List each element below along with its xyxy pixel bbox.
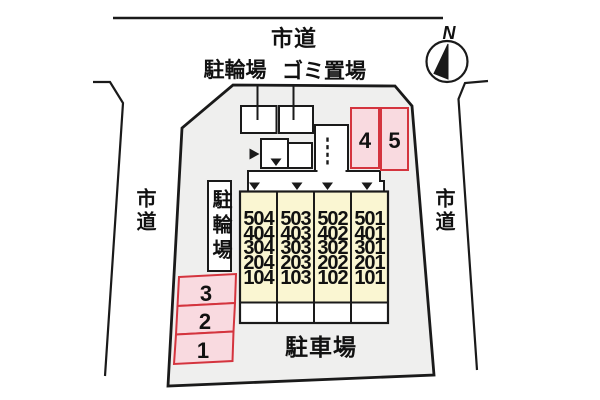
- bicycle-parking-side-box: [207, 180, 232, 272]
- walkway-arrow-down-icon-4: [361, 182, 373, 190]
- garbage-area-box: [278, 105, 314, 134]
- bicycle-parking-side-label: 駐輪場: [209, 188, 231, 264]
- room-number: 204: [243, 252, 274, 275]
- garbage-area-label: ゴミ置場: [282, 60, 366, 83]
- parking-space-3-number: 3: [199, 281, 213, 306]
- parking-space-5: [380, 107, 409, 171]
- road-line-right: [457, 79, 489, 371]
- room-number: 402: [317, 222, 348, 245]
- room-column-3: 503 403 303 203 103: [277, 208, 314, 289]
- room-number: 502: [317, 208, 348, 230]
- room-number: 203: [280, 252, 311, 275]
- parking-space-1-number: 1: [196, 338, 210, 363]
- bicycle-parking-label: 駐輪場: [203, 59, 267, 82]
- room-number: 504: [243, 208, 274, 230]
- road-label-top: 市道: [270, 26, 317, 51]
- compass-needle-icon: [433, 43, 449, 80]
- road-line-left: [93, 80, 125, 377]
- parking-lot-label: 駐車場: [285, 334, 357, 360]
- room-number: 102: [317, 266, 348, 289]
- room-number: 401: [354, 222, 385, 245]
- room-number: 403: [280, 222, 311, 245]
- room-number: 103: [280, 266, 311, 289]
- walkway-opening-mask: [317, 168, 346, 174]
- walkway-outline: [247, 170, 385, 193]
- road-label-left: 市道: [133, 188, 155, 234]
- room-number-grid: 504 404 304 204 104 503 403 303 203 103 …: [240, 208, 388, 289]
- walkway-arrow-down-icon-1: [249, 182, 260, 190]
- room-number: 501: [354, 208, 385, 230]
- room-number: 304: [243, 237, 274, 260]
- room-number: 104: [243, 266, 274, 289]
- parking-space-5-number: 5: [388, 128, 401, 153]
- room-column-4: 504 404 304 204 104: [240, 208, 277, 289]
- entrance-arrow-down-icon: [270, 158, 282, 166]
- room-number: 302: [317, 237, 348, 260]
- entrance-side-box: [287, 142, 313, 169]
- room-number: 301: [354, 237, 385, 260]
- parking-space-4: [350, 107, 380, 169]
- parking-space-4-number: 4: [358, 128, 372, 153]
- room-column-1: 501 401 301 201 101: [351, 208, 388, 289]
- stair-hall-box: [314, 124, 349, 172]
- walkway-arrow-down-icon-3: [322, 182, 333, 190]
- room-number: 201: [354, 252, 385, 275]
- parking-space-2-number: 2: [198, 309, 212, 334]
- room-number: 503: [280, 208, 311, 230]
- room-number: 404: [243, 222, 274, 245]
- compass-north-label: N: [442, 23, 456, 43]
- entrance-arrow-right-icon: [249, 148, 260, 160]
- room-number: 101: [354, 266, 385, 289]
- walkway-arrow-down-icon-2: [291, 182, 303, 190]
- bicycle-parking-box: [240, 105, 278, 134]
- room-number: 202: [317, 252, 348, 275]
- building-outline: [238, 190, 390, 325]
- road-label-right: 市道: [432, 188, 454, 234]
- room-column-2: 502 402 302 202 102: [314, 208, 351, 289]
- room-number: 303: [280, 237, 311, 260]
- parking-space-1: [172, 330, 235, 366]
